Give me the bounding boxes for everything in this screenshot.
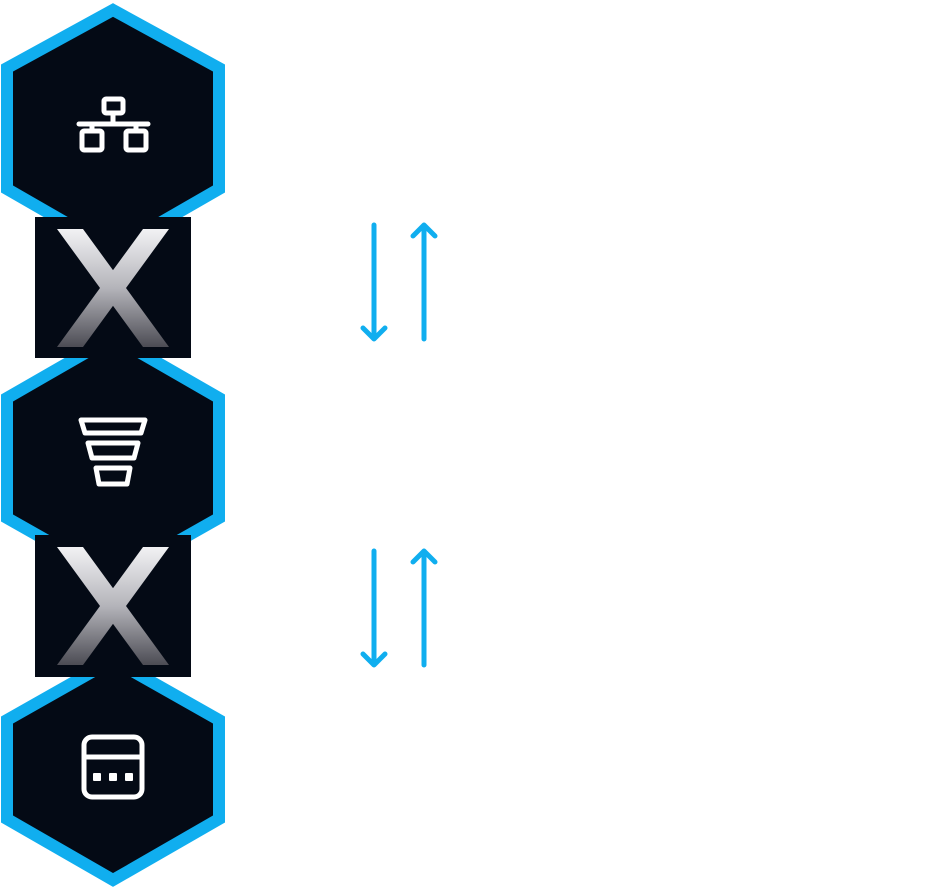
x-logo-icon [57, 547, 169, 665]
connector-2 [35, 535, 191, 677]
flow-2 [360, 548, 438, 668]
arrow-up-icon [410, 548, 438, 668]
node-device-hexagon [1, 653, 225, 887]
network-topology-icon [76, 96, 151, 153]
node-network [1, 3, 225, 257]
x-logo-icon [57, 229, 169, 347]
connector-1 [35, 217, 191, 358]
flow-1 [360, 222, 438, 342]
node-device [1, 653, 225, 887]
device-indicator-dots-icon [93, 773, 133, 781]
server-device-icon [81, 734, 145, 800]
arrow-down-icon [360, 222, 388, 342]
arrow-down-icon [360, 548, 388, 668]
arrow-up-icon [410, 222, 438, 342]
node-network-hexagon [1, 3, 225, 257]
funnel-filter-icon [78, 417, 148, 487]
